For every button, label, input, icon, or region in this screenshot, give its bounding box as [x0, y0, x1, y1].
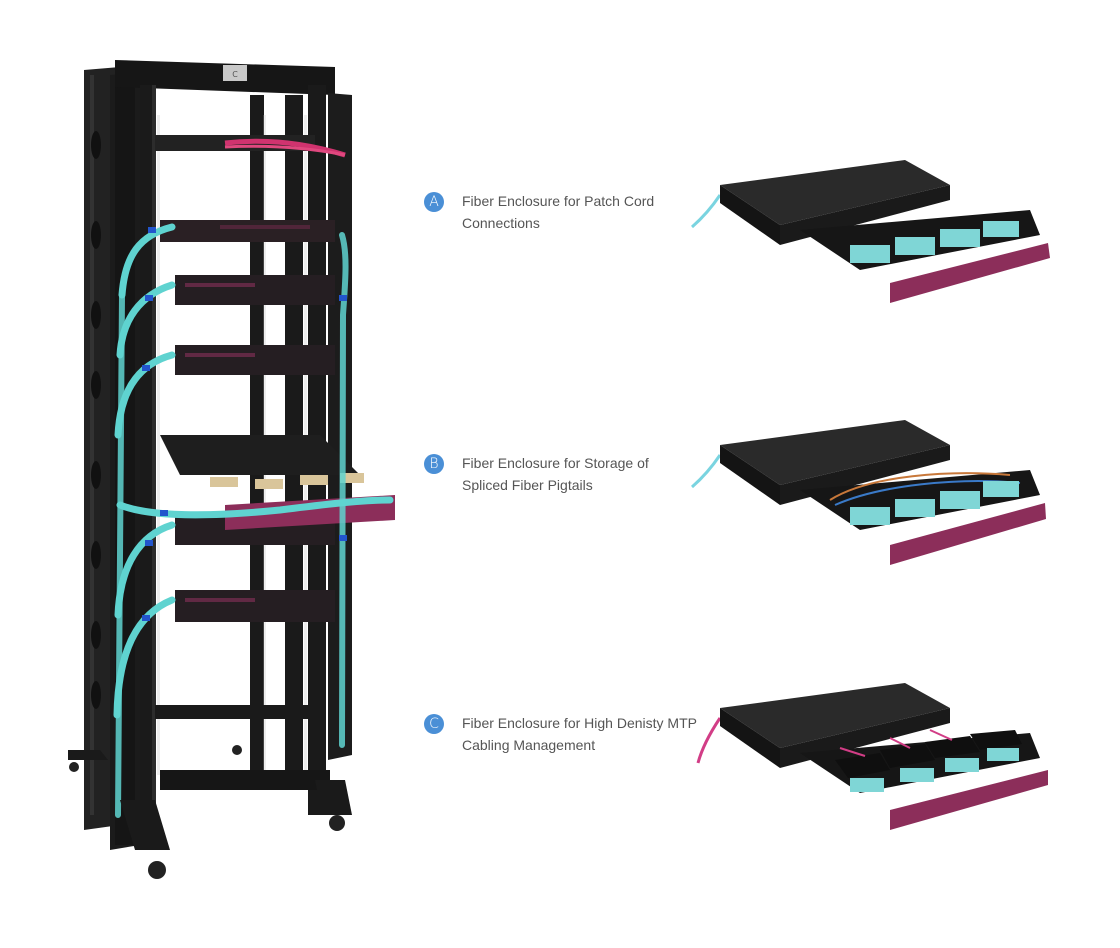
item-b-label: Fiber Enclosure for Storage of Spliced F…: [462, 452, 702, 496]
badge-c: C: [424, 714, 444, 734]
item-a-line1: Fiber Enclosure for Patch Cord: [462, 193, 655, 209]
enclosure-b-image: [690, 415, 1060, 575]
item-c-line2: Cabling Management: [462, 737, 596, 753]
item-a-label: Fiber Enclosure for Patch Cord Connectio…: [462, 190, 702, 234]
item-c-line1: Fiber Enclosure for High Denisty MTP: [462, 715, 697, 731]
badge-b: B: [424, 454, 444, 474]
item-c: C Fiber Enclosure for High Denisty MTP C…: [424, 712, 732, 756]
rack-cabinet-image: C: [60, 55, 400, 885]
item-a-line2: Connections: [462, 215, 540, 231]
item-c-label: Fiber Enclosure for High Denisty MTP Cab…: [462, 712, 732, 756]
item-b: B Fiber Enclosure for Storage of Spliced…: [424, 452, 702, 496]
enclosure-c-image: [690, 678, 1060, 838]
enclosure-a-image: [690, 155, 1060, 315]
item-b-line2: Spliced Fiber Pigtails: [462, 477, 593, 493]
rack-top-label: C: [232, 70, 238, 79]
item-a: A Fiber Enclosure for Patch Cord Connect…: [424, 190, 702, 234]
badge-a: A: [424, 192, 444, 212]
item-b-line1: Fiber Enclosure for Storage of: [462, 455, 649, 471]
